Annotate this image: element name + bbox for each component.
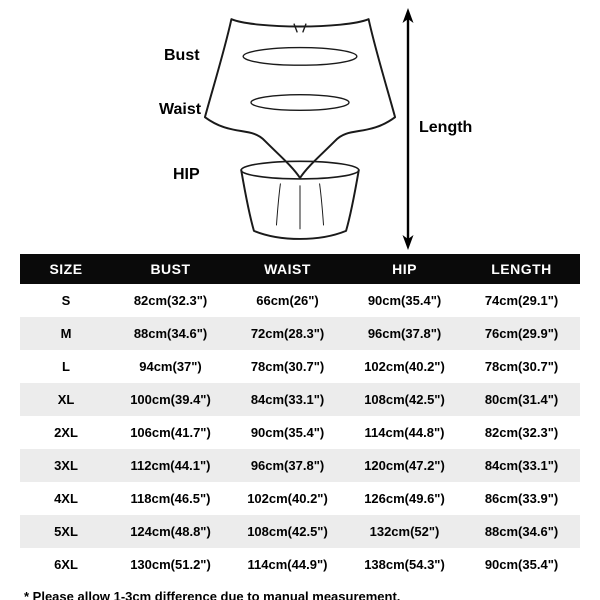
table-row: 2XL 106cm(41.7") 90cm(35.4") 114cm(44.8") 82… bbox=[20, 416, 580, 449]
table-row: XL 100cm(39.4") 84cm(33.1") 108cm(42.5") 80c… bbox=[20, 383, 580, 416]
measurement-cell: 90cm(35.4") bbox=[250, 425, 325, 440]
measurement-cell: 138cm(54.3") bbox=[364, 557, 445, 572]
column-header: SIZE bbox=[20, 254, 112, 284]
measurement-cell: 78cm(30.7") bbox=[484, 359, 559, 374]
size-cell: S bbox=[61, 293, 71, 308]
measurement-cell: 132cm(52") bbox=[369, 524, 440, 539]
measurement-cell: 124cm(48.8") bbox=[130, 524, 211, 539]
measurement-cell: 108cm(42.5") bbox=[247, 524, 328, 539]
measurement-cell: 82cm(32.3") bbox=[484, 425, 559, 440]
measurement-cell: 96cm(37.8") bbox=[250, 458, 325, 473]
measurement-cell: 84cm(33.1") bbox=[250, 392, 325, 407]
measurement-cell: 88cm(34.6") bbox=[133, 326, 208, 341]
measurement-cell: 90cm(35.4") bbox=[484, 557, 559, 572]
dress-illustration-icon bbox=[203, 18, 397, 240]
measurement-cell: 96cm(37.8") bbox=[367, 326, 442, 341]
measurement-cell: 108cm(42.5") bbox=[364, 392, 445, 407]
column-header: HIP bbox=[346, 254, 463, 284]
column-header: BUST bbox=[112, 254, 229, 284]
measurement-cell: 88cm(34.6") bbox=[484, 524, 559, 539]
measurement-cell: 112cm(44.1") bbox=[130, 458, 211, 473]
size-cell: 5XL bbox=[54, 524, 78, 539]
measurement-cell: 106cm(41.7") bbox=[130, 425, 211, 440]
measurement-cell: 66cm(26") bbox=[256, 293, 319, 308]
size-cell: L bbox=[62, 359, 70, 374]
measurement-cell: 80cm(31.4") bbox=[484, 392, 559, 407]
measurement-cell: 82cm(32.3") bbox=[133, 293, 208, 308]
measurement-cell: 102cm(40.2") bbox=[364, 359, 445, 374]
size-cell: M bbox=[60, 326, 72, 341]
waist-label: Waist bbox=[159, 101, 202, 118]
hip-label: HIP bbox=[173, 166, 200, 183]
measurement-cell: 100cm(39.4") bbox=[130, 392, 211, 407]
table-row: L 94cm(37") 78cm(30.7") 102cm(40.2") 78cm(30… bbox=[20, 350, 580, 383]
column-header: WAIST bbox=[229, 254, 346, 284]
measurement-cell: 94cm(37") bbox=[139, 359, 202, 374]
measurement-cell: 118cm(46.5") bbox=[130, 491, 211, 506]
measurement-cell: 102cm(40.2") bbox=[247, 491, 328, 506]
measurement-cell: 130cm(51.2") bbox=[130, 557, 211, 572]
measurement-cell: 72cm(28.3") bbox=[250, 326, 325, 341]
table-row: M 88cm(34.6") 72cm(28.3") 96cm(37.8") 76cm(2… bbox=[20, 317, 580, 350]
measurement-cell: 78cm(30.7") bbox=[250, 359, 325, 374]
table-row: S 82cm(32.3") 66cm(26") 90cm(35.4") 74cm(29.… bbox=[20, 284, 580, 317]
table-row: 4XL 118cm(46.5") 102cm(40.2") 126cm(49.6") 8… bbox=[20, 482, 580, 515]
measurement-cell: 114cm(44.9") bbox=[247, 557, 328, 572]
length-arrow-icon bbox=[402, 8, 414, 250]
measurement-cell: 90cm(35.4") bbox=[367, 293, 442, 308]
measurement-cell: 120cm(47.2") bbox=[364, 458, 445, 473]
measurement-cell: 74cm(29.1") bbox=[484, 293, 559, 308]
table-row: 5XL 124cm(48.8") 108cm(42.5") 132cm(52") 88c… bbox=[20, 515, 580, 548]
measurement-cell: 126cm(49.6") bbox=[364, 491, 445, 506]
length-label: Length bbox=[419, 119, 473, 136]
measurement-cell: 84cm(33.1") bbox=[484, 458, 559, 473]
size-cell: 4XL bbox=[54, 491, 78, 506]
size-table-body: S 82cm(32.3") 66cm(26") 90cm(35.4") 74cm(29.… bbox=[20, 284, 580, 581]
size-cell: 6XL bbox=[54, 557, 78, 572]
table-row: 6XL 130cm(51.2") 114cm(44.9") 138cm(54.3") 9… bbox=[20, 548, 580, 581]
column-header: LENGTH bbox=[463, 254, 580, 284]
table-row: 3XL 112cm(44.1") 96cm(37.8") 120cm(47.2") 84… bbox=[20, 449, 580, 482]
size-cell: 2XL bbox=[54, 425, 78, 440]
size-diagram: Bust Waist HIP Length bbox=[0, 0, 600, 254]
measurement-cell: 76cm(29.9") bbox=[484, 326, 559, 341]
size-cell: 3XL bbox=[54, 458, 78, 473]
size-cell: XL bbox=[57, 392, 75, 407]
bust-label: Bust bbox=[164, 47, 200, 64]
measurement-cell: 114cm(44.8") bbox=[364, 425, 445, 440]
measurement-footnote: * Please allow 1-3cm difference due to m… bbox=[24, 589, 401, 600]
measurement-cell: 86cm(33.9") bbox=[484, 491, 559, 506]
